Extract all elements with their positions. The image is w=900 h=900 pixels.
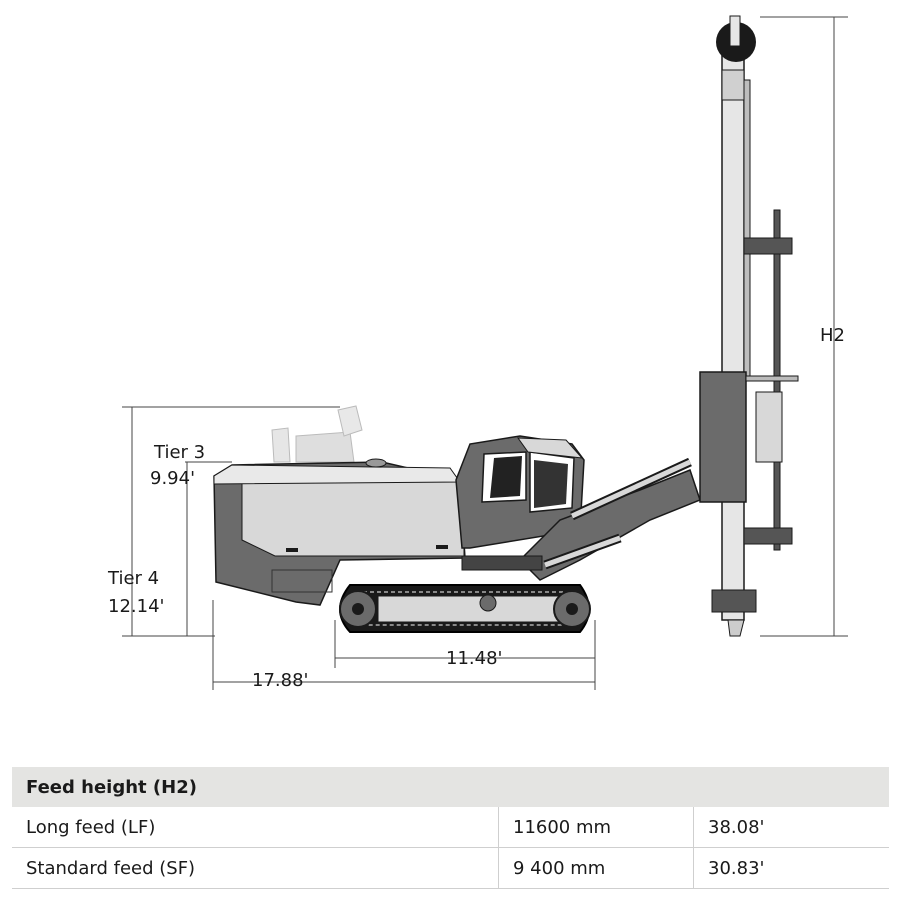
table-row: Standard feed (SF) 9 400 mm 30.83': [12, 847, 889, 889]
row-metric: 9 400 mm: [498, 847, 694, 889]
engine-housing: [213, 458, 466, 606]
drill-rig-diagram: [122, 15, 848, 690]
operator-cab: [455, 435, 585, 549]
exhaust-stack: [271, 405, 363, 463]
row-imperial: 30.83': [693, 847, 889, 889]
tier3-value: 9.94': [150, 468, 196, 489]
tier4-label: Tier 4: [108, 568, 160, 589]
feed-mast: [699, 15, 799, 637]
overall-length-label: 17.88': [252, 670, 309, 691]
boom-arm: [461, 457, 701, 581]
feed-height-table: Feed height (H2) Long feed (LF) 11600 mm…: [12, 767, 889, 889]
row-label: Standard feed (SF): [12, 847, 499, 889]
feed-height-marker: H2: [820, 325, 845, 346]
tier3-label: Tier 3: [154, 442, 206, 463]
track-length-label: 11.48': [446, 648, 503, 669]
table-row: Long feed (LF) 11600 mm 38.08': [12, 807, 889, 848]
crawler-track: [339, 584, 591, 633]
table-title: Feed height (H2): [12, 767, 889, 807]
row-imperial: 38.08': [693, 807, 889, 848]
row-metric: 11600 mm: [498, 807, 694, 848]
tier4-value: 12.14': [108, 596, 165, 617]
dimension-lines: [122, 16, 848, 690]
row-label: Long feed (LF): [12, 807, 499, 848]
table-header-row: Feed height (H2): [12, 767, 889, 807]
